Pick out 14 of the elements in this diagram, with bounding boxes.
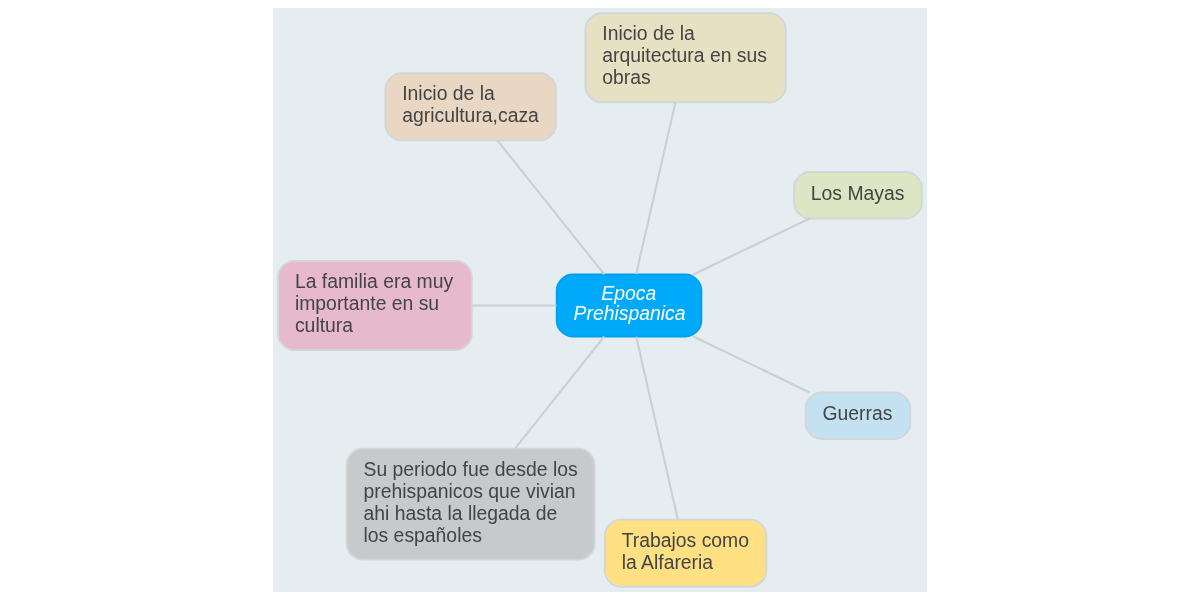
connector (514, 335, 606, 450)
connector (635, 336, 679, 520)
node-box: Epoca Prehispanica (555, 273, 703, 338)
node-box: La familia era muy importante en su cultura (277, 259, 473, 351)
connector (692, 217, 811, 276)
node-box: Inicio de la agricultura,caza (384, 72, 557, 142)
connector (635, 102, 677, 275)
node-box: Trabajos como la Alfareria (603, 518, 768, 588)
node-box: Los Mayas (793, 171, 923, 220)
node-box: Guerras (804, 391, 912, 440)
connector (692, 335, 811, 394)
connector (496, 140, 606, 276)
node-box: Inicio de la arquitectura en sus obras (584, 12, 787, 104)
node-box: Su periodo fue desde los prehispanicos que vivian ahi hasta la llegada de los españoles (345, 447, 596, 561)
